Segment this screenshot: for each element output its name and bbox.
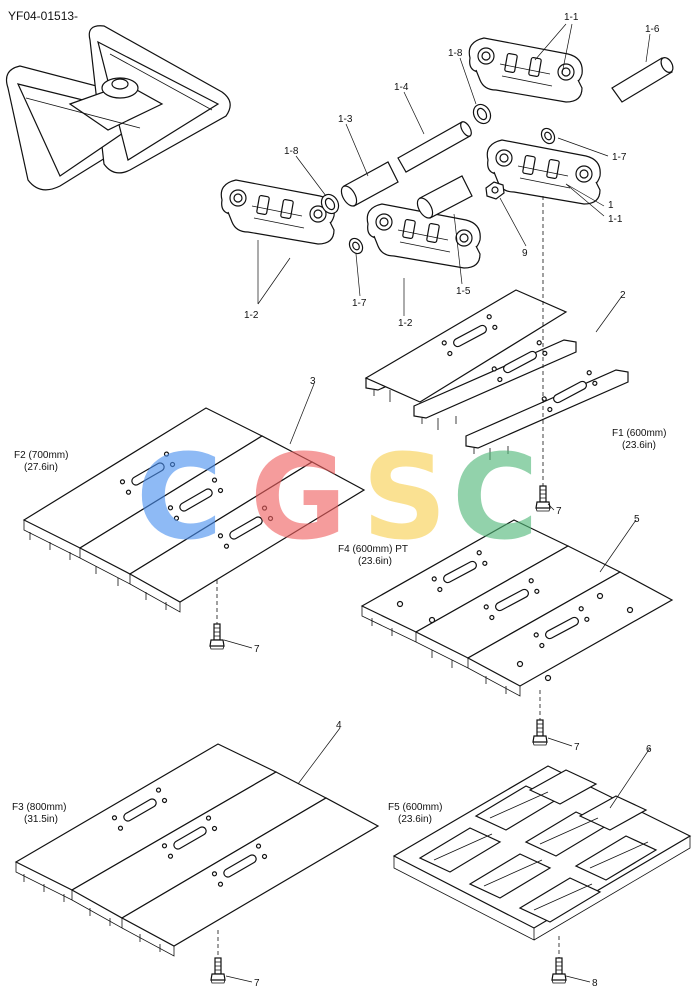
bolt-7-f2 bbox=[209, 623, 225, 650]
nut-9 bbox=[485, 181, 505, 200]
pin-1-6 bbox=[611, 57, 674, 103]
shoe-f1 bbox=[364, 289, 629, 461]
spacer-1-7-upper bbox=[540, 127, 556, 145]
callout-1-8-lower: 1-8 bbox=[284, 146, 299, 157]
callout-1-5: 1-5 bbox=[456, 286, 471, 297]
shoe-f3-name: F3 (800mm) bbox=[12, 802, 66, 813]
shoe-f4 bbox=[360, 519, 674, 697]
leader-lines bbox=[223, 23, 651, 983]
callout-1-1-b: 1-1 bbox=[608, 214, 623, 225]
callout-7-f3: 7 bbox=[254, 978, 260, 989]
callout-1-6: 1-6 bbox=[645, 24, 660, 35]
shoe-f3-size: (31.5in) bbox=[24, 814, 58, 825]
callout-3: 3 bbox=[310, 376, 316, 387]
callout-6: 6 bbox=[646, 744, 652, 755]
callout-7-f1: 7 bbox=[556, 506, 562, 517]
link-1-2-left bbox=[220, 179, 335, 245]
shoe-f4-name: F4 (600mm) PT bbox=[338, 544, 408, 555]
bolt-8-f5 bbox=[551, 957, 567, 984]
shoe-f5 bbox=[392, 765, 692, 941]
callout-1-2-center: 1-2 bbox=[398, 318, 413, 329]
callout-4: 4 bbox=[336, 720, 342, 731]
shoe-f4-size: (23.6in) bbox=[358, 556, 392, 567]
callout-2: 2 bbox=[620, 290, 626, 301]
shoe-f1-size: (23.6in) bbox=[622, 440, 656, 451]
callout-1-8-upper: 1-8 bbox=[448, 48, 463, 59]
callout-7-f2: 7 bbox=[254, 644, 260, 655]
shoe-f1-name: F1 (600mm) bbox=[612, 428, 666, 439]
callout-1-7-lower: 1-7 bbox=[352, 298, 367, 309]
shoe-f2-size: (27.6in) bbox=[24, 462, 58, 473]
callout-9: 9 bbox=[522, 248, 528, 259]
callout-1-2-left: 1-2 bbox=[244, 310, 259, 321]
seal-1-8-upper bbox=[472, 103, 492, 125]
seal-1-8-lower bbox=[320, 193, 340, 215]
callout-1-4: 1-4 bbox=[394, 82, 409, 93]
drawing-code: YF04-01513- bbox=[8, 9, 78, 23]
callout-5: 5 bbox=[634, 514, 640, 525]
watermark-letter-c2: C bbox=[452, 428, 539, 566]
bushing-1-3 bbox=[340, 161, 399, 207]
callout-8: 8 bbox=[592, 978, 598, 989]
watermark-logo: C G S C bbox=[136, 428, 539, 566]
pin-1-4 bbox=[397, 121, 472, 173]
callout-1-7-upper: 1-7 bbox=[612, 152, 627, 163]
bolt-7-f3 bbox=[210, 957, 226, 984]
undercarriage-thumbnail bbox=[5, 25, 231, 191]
bushing-1-5 bbox=[416, 175, 473, 219]
shoe-f2-name: F2 (700mm) bbox=[14, 450, 68, 461]
spacer-1-7-lower bbox=[348, 237, 364, 255]
link-1-1-upper bbox=[468, 37, 583, 103]
callout-1: 1 bbox=[608, 200, 614, 211]
callout-1-3: 1-3 bbox=[338, 114, 353, 125]
callout-7-f4: 7 bbox=[574, 742, 580, 753]
shoe-f5-size: (23.6in) bbox=[398, 814, 432, 825]
shoe-f3 bbox=[14, 743, 380, 957]
shoe-f2 bbox=[22, 407, 366, 613]
shoe-f5-name: F5 (600mm) bbox=[388, 802, 442, 813]
watermark-letter-s: S bbox=[362, 428, 447, 566]
watermark-letter-c1: C bbox=[136, 428, 223, 566]
callout-1-1-a: 1-1 bbox=[564, 12, 579, 23]
bolt-7-f4 bbox=[532, 719, 548, 746]
watermark-letter-g: G bbox=[250, 428, 347, 566]
